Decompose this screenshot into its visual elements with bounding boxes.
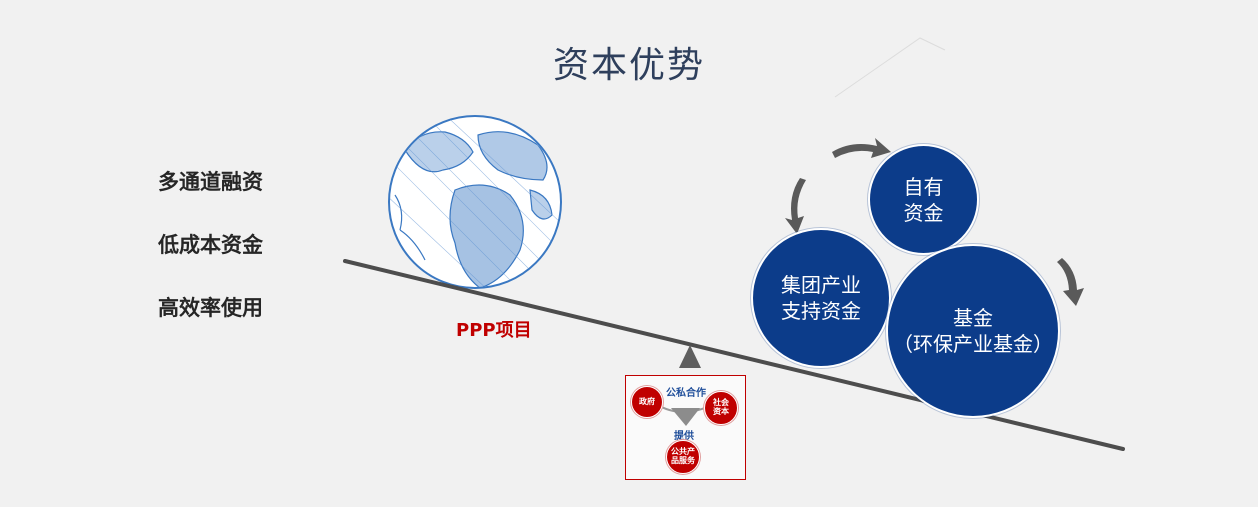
cycle-arrow-icon: [785, 138, 1084, 306]
decorative-lines: [834, 37, 946, 98]
ppp-project-label: PPP项目: [456, 320, 532, 341]
inset-government-dot: 政府: [631, 386, 663, 418]
inset-provide-label: 提供: [674, 431, 694, 442]
balance-beam: [343, 259, 1125, 451]
page-title: 资本优势: [552, 45, 705, 86]
advantage-multi-channel: 多通道融资: [158, 170, 263, 194]
fulcrum-triangle-icon: [679, 345, 701, 368]
inset-social-capital-label: 社会 资本: [713, 398, 729, 416]
group-support-label: 集团产业 支持资金: [781, 273, 861, 323]
inset-cooperation-label: 公私合作: [666, 388, 706, 399]
advantage-low-cost: 低成本资金: [158, 233, 263, 257]
inset-public-service-dot: 公共产 品服务: [666, 440, 700, 474]
inset-public-service-label: 公共产 品服务: [671, 447, 695, 465]
fund-label: 基金 （环保产业基金）: [893, 306, 1053, 356]
own-capital-circle: 自有 资金: [868, 144, 979, 255]
advantage-high-efficiency: 高效率使用: [158, 296, 263, 320]
globe-icon: [388, 115, 562, 289]
group-support-circle: 集团产业 支持资金: [751, 228, 891, 368]
own-capital-label: 自有 资金: [903, 174, 944, 225]
inset-government-label: 政府: [639, 396, 655, 406]
ppp-model-inset: 公私合作 政府 社会 资本 提供 公共产 品服务: [625, 375, 746, 480]
inset-social-capital-dot: 社会 资本: [704, 391, 738, 425]
fund-circle: 基金 （环保产业基金）: [886, 244, 1060, 418]
